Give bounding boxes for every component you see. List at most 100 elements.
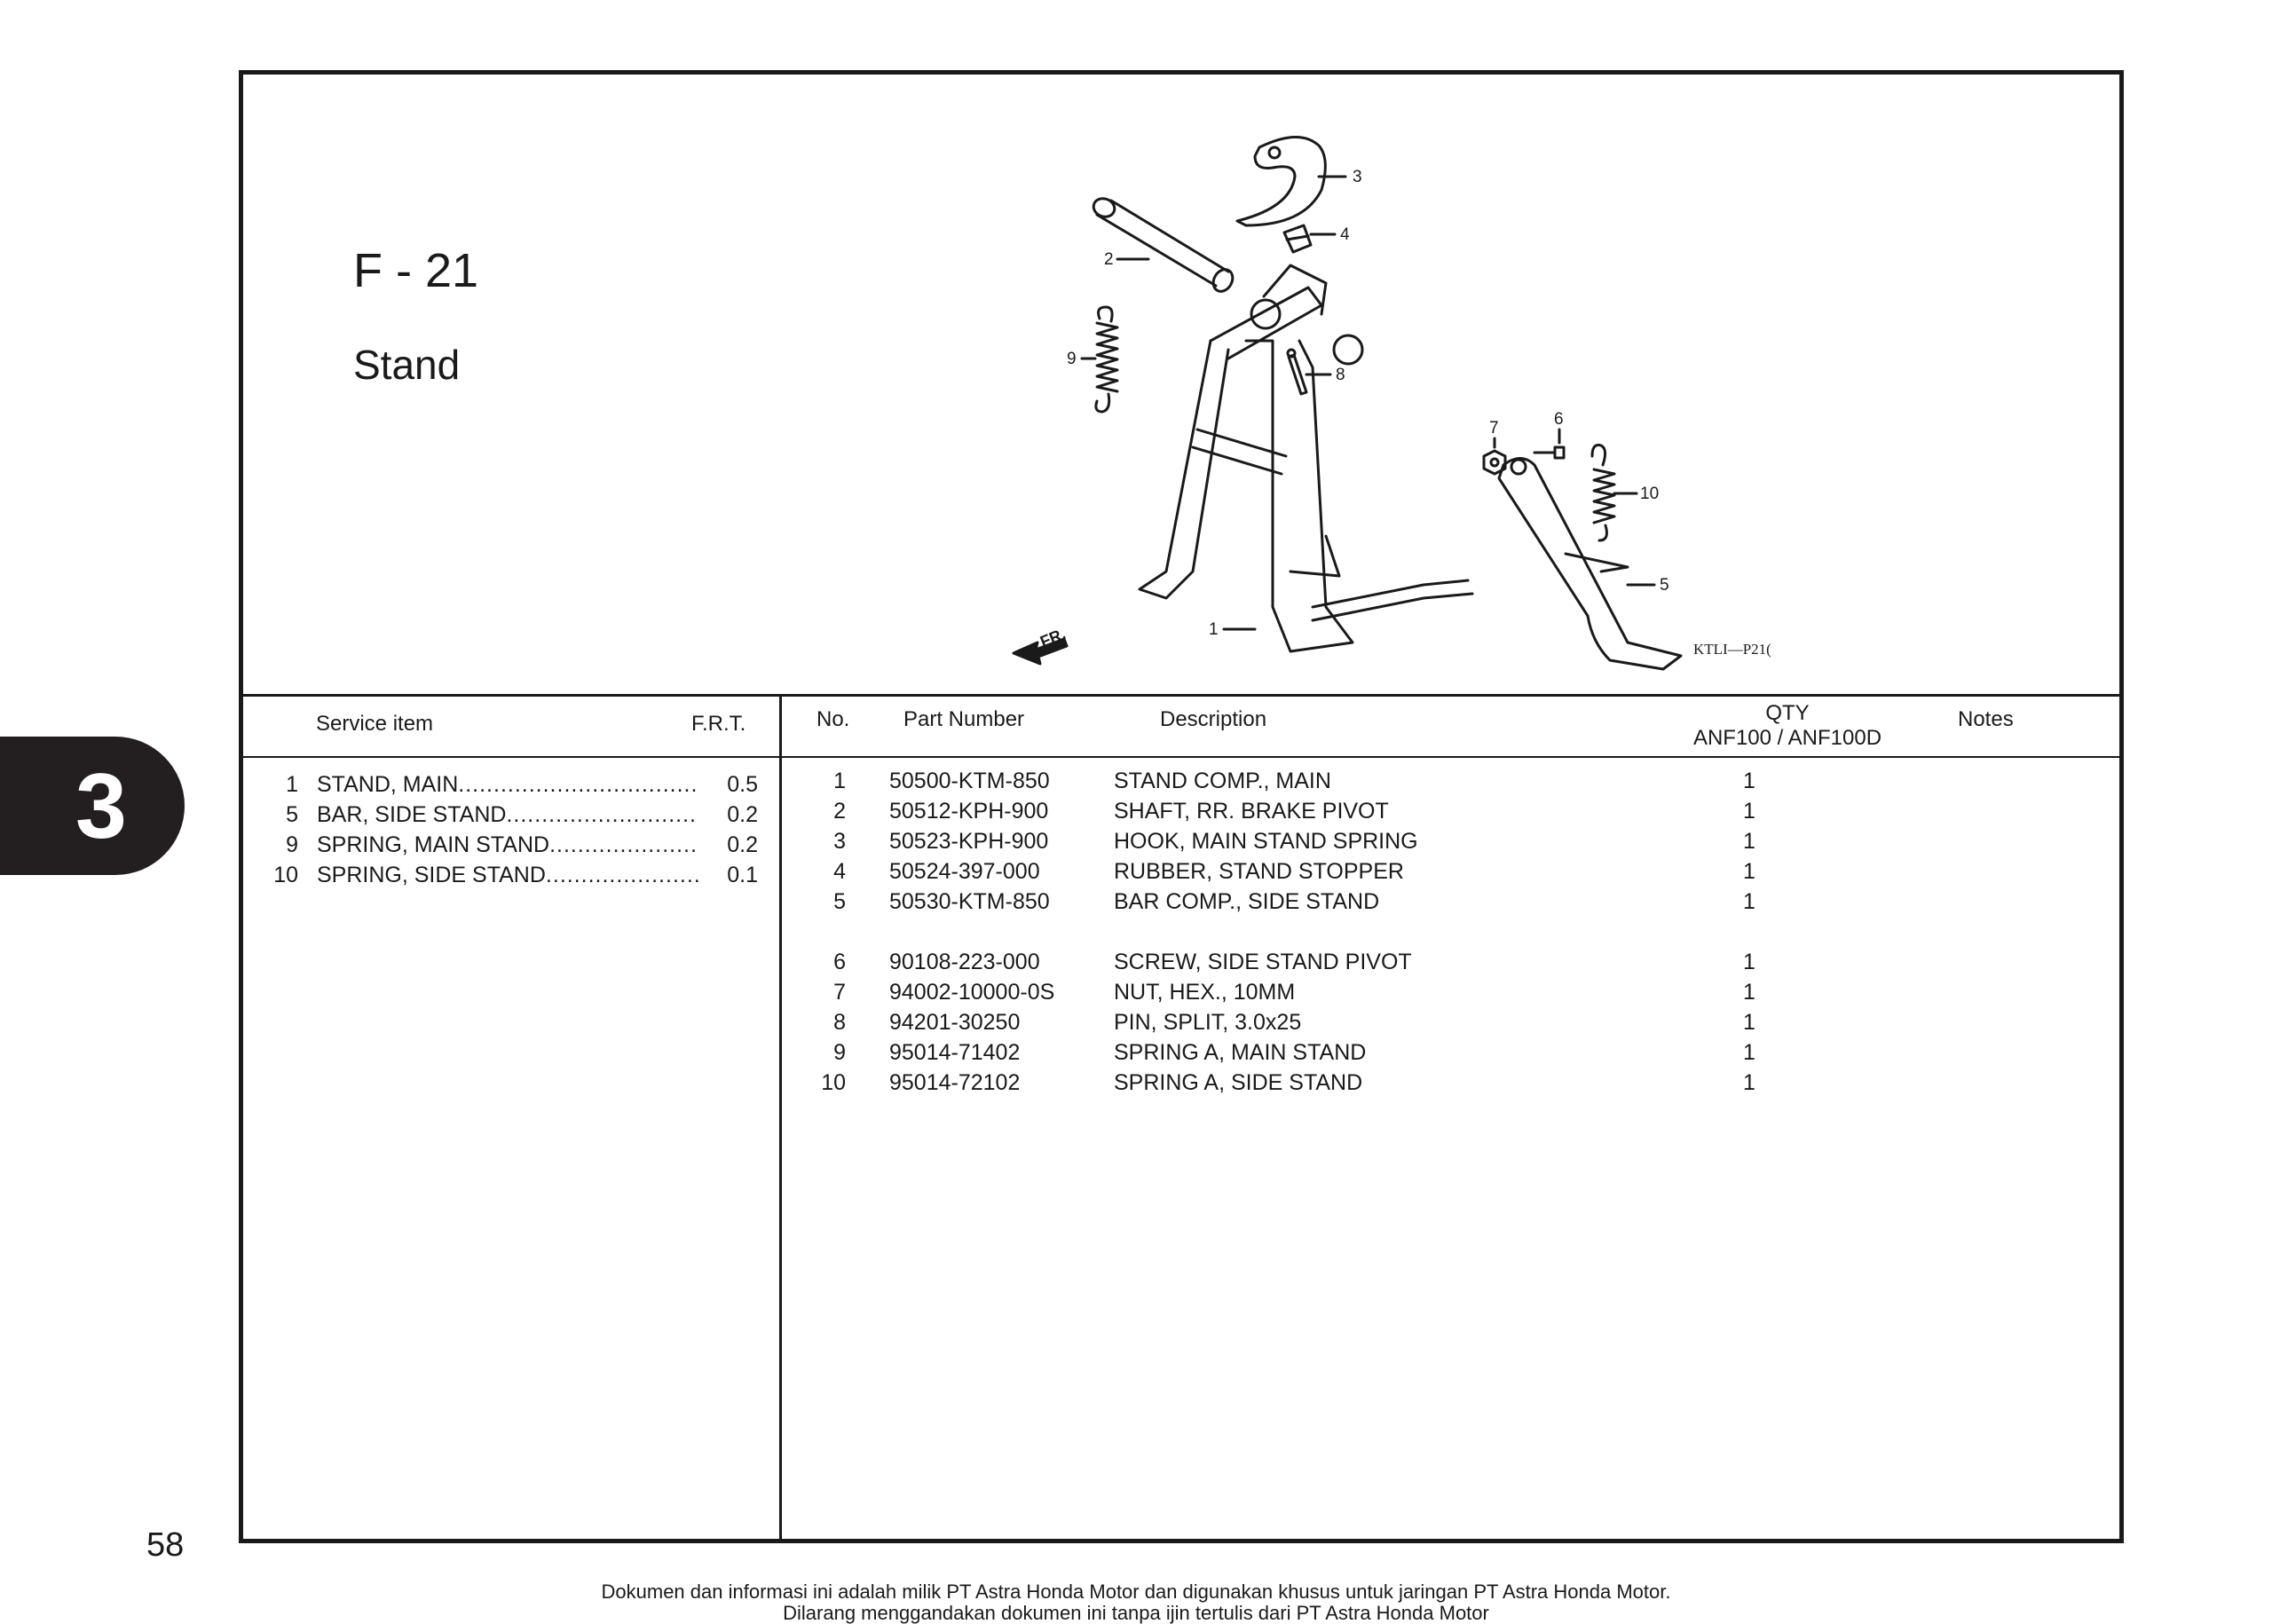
footer-disclaimer: Dokumen dan informasi ini adalah milik P… [0,1581,2272,1624]
service-item-name: SPRING, SIDE STAND [317,863,698,888]
part-number: 90108-223-000 [889,950,1040,974]
front-direction-arrow [1012,637,1069,666]
callout-2: 2 [1104,250,1114,269]
column-divider [779,694,782,1539]
part-2-shaft-drawing [1092,197,1235,293]
section-number: 3 [75,755,127,858]
diagram-divider [243,694,2119,697]
callout-9: 9 [1067,350,1077,368]
part-no: 10 [821,1070,846,1095]
footer-line-1: Dokumen dan informasi ini adalah milik P… [601,1581,1671,1603]
service-item-row: 10 SPRING, SIDE STAND 0.1 [243,863,779,893]
callout-5: 5 [1660,576,1669,595]
part-description: STAND COMP., MAIN [1114,769,1331,793]
service-item-name: SPRING, MAIN STAND [317,832,698,858]
part-no: 7 [833,980,846,1005]
service-item-name: BAR, SIDE STAND [317,802,698,828]
callout-3: 3 [1353,168,1362,186]
part-description: SPRING A, MAIN STAND [1114,1040,1367,1065]
part-qty: 1 [1743,829,1755,854]
part-number: 50524-397-000 [889,859,1040,884]
part-no: 5 [833,889,846,914]
service-item-frt: 0.5 [727,772,758,797]
callout-1: 1 [1209,620,1219,639]
service-item-frt: 0.2 [727,802,758,827]
part-no: 9 [833,1040,846,1065]
section-tab: 3 [0,737,185,875]
part-description: SHAFT, RR. BRAKE PIVOT [1114,799,1389,824]
part-no: 3 [833,829,846,854]
part-1-main-stand-drawing [1138,264,1474,653]
callout-8: 8 [1336,366,1345,384]
header-frt: F.R.T. [691,712,746,736]
part-qty: 1 [1743,859,1755,884]
part-9-spring-drawing [1080,305,1119,414]
parts-catalog-frame: F - 21 Stand [239,70,2124,1543]
callout-10: 10 [1640,485,1659,503]
part-description: SCREW, SIDE STAND PIVOT [1114,950,1412,974]
callout-6: 6 [1554,410,1564,429]
service-item-frt: 0.2 [727,832,758,857]
service-item-frt: 0.1 [727,863,758,887]
part-row: 8 94201-30250 PIN, SPLIT, 3.0x25 1 [782,1010,2119,1040]
header-notes: Notes [1958,707,2014,731]
part-7-nut-drawing [1482,437,1507,476]
part-description: HOOK, MAIN STAND SPRING [1114,829,1418,854]
part-no: 8 [833,1010,846,1035]
part-qty: 1 [1743,799,1755,824]
footer-line-2: Dilarang menggandakan dokumen ini tanpa … [783,1602,1489,1624]
part-number: 94201-30250 [889,1010,1021,1035]
figure-title: Stand [353,342,461,388]
part-row: 2 50512-KPH-900 SHAFT, RR. BRAKE PIVOT 1 [782,799,2119,829]
diagram-area: F - 21 Stand [243,75,2119,694]
callout-7: 7 [1489,419,1499,438]
part-description: BAR COMP., SIDE STAND [1114,889,1380,914]
part-description: SPRING A, SIDE STAND [1114,1070,1363,1095]
service-item-row: 9 SPRING, MAIN STAND 0.2 [243,832,779,863]
header-part-number: Part Number [903,707,1025,731]
part-qty: 1 [1743,769,1755,793]
part-row: 5 50530-KTM-850 BAR COMP., SIDE STAND 1 [782,889,2119,919]
part-number: 95014-71402 [889,1040,1021,1065]
header-qty-models: ANF100 / ANF100D [1692,726,1882,750]
part-row: 1 50500-KTM-850 STAND COMP., MAIN 1 [782,769,2119,799]
part-number: 50523-KPH-900 [889,829,1049,854]
part-number: 94002-10000-0S [889,980,1055,1005]
parts-list: 1 50500-KTM-850 STAND COMP., MAIN 1 2 50… [782,769,2119,1100]
part-description: PIN, SPLIT, 3.0x25 [1114,1010,1302,1035]
part-5-side-stand-drawing [1497,457,1683,671]
part-row: 10 95014-72102 SPRING A, SIDE STAND 1 [782,1070,2119,1100]
service-item-list: 1 STAND, MAIN 0.5 5 BAR, SIDE STAND 0.2 … [243,772,779,893]
part-6-screw-drawing [1533,428,1566,460]
part-qty: 1 [1743,1010,1755,1035]
part-qty: 1 [1743,980,1755,1005]
part-no: 6 [833,950,846,974]
service-item-row: 1 STAND, MAIN 0.5 [243,772,779,802]
service-item-no: 9 [286,832,298,857]
drawing-code: KTLI—P21( [1693,641,1771,658]
page-number: 58 [146,1526,185,1564]
service-item-no: 1 [286,772,298,797]
part-8-pin-drawing [1286,348,1332,396]
part-row: 4 50524-397-000 RUBBER, STAND STOPPER 1 [782,859,2119,889]
part-no: 1 [833,769,846,793]
part-description: NUT, HEX., 10MM [1114,980,1296,1005]
part-row: 6 90108-223-000 SCREW, SIDE STAND PIVOT … [782,950,2119,980]
table-header-divider [243,756,2119,758]
part-qty: 1 [1743,889,1755,914]
service-item-no: 5 [286,802,298,827]
part-3-hook-drawing [1235,136,1347,227]
header-service-item: Service item [316,712,434,736]
part-row: 9 95014-71402 SPRING A, MAIN STAND 1 [782,1040,2119,1070]
callout-4: 4 [1340,225,1350,244]
part-qty: 1 [1743,1040,1755,1065]
part-no: 2 [833,799,846,824]
header-description: Description [1160,707,1267,731]
service-item-no: 10 [273,863,298,887]
part-number: 95014-72102 [889,1070,1021,1095]
header-qty: QTY [1765,701,1810,725]
header-no: No. [816,707,850,731]
part-qty: 1 [1743,1070,1755,1095]
part-number: 50512-KPH-900 [889,799,1049,824]
figure-code: F - 21 [353,244,479,297]
